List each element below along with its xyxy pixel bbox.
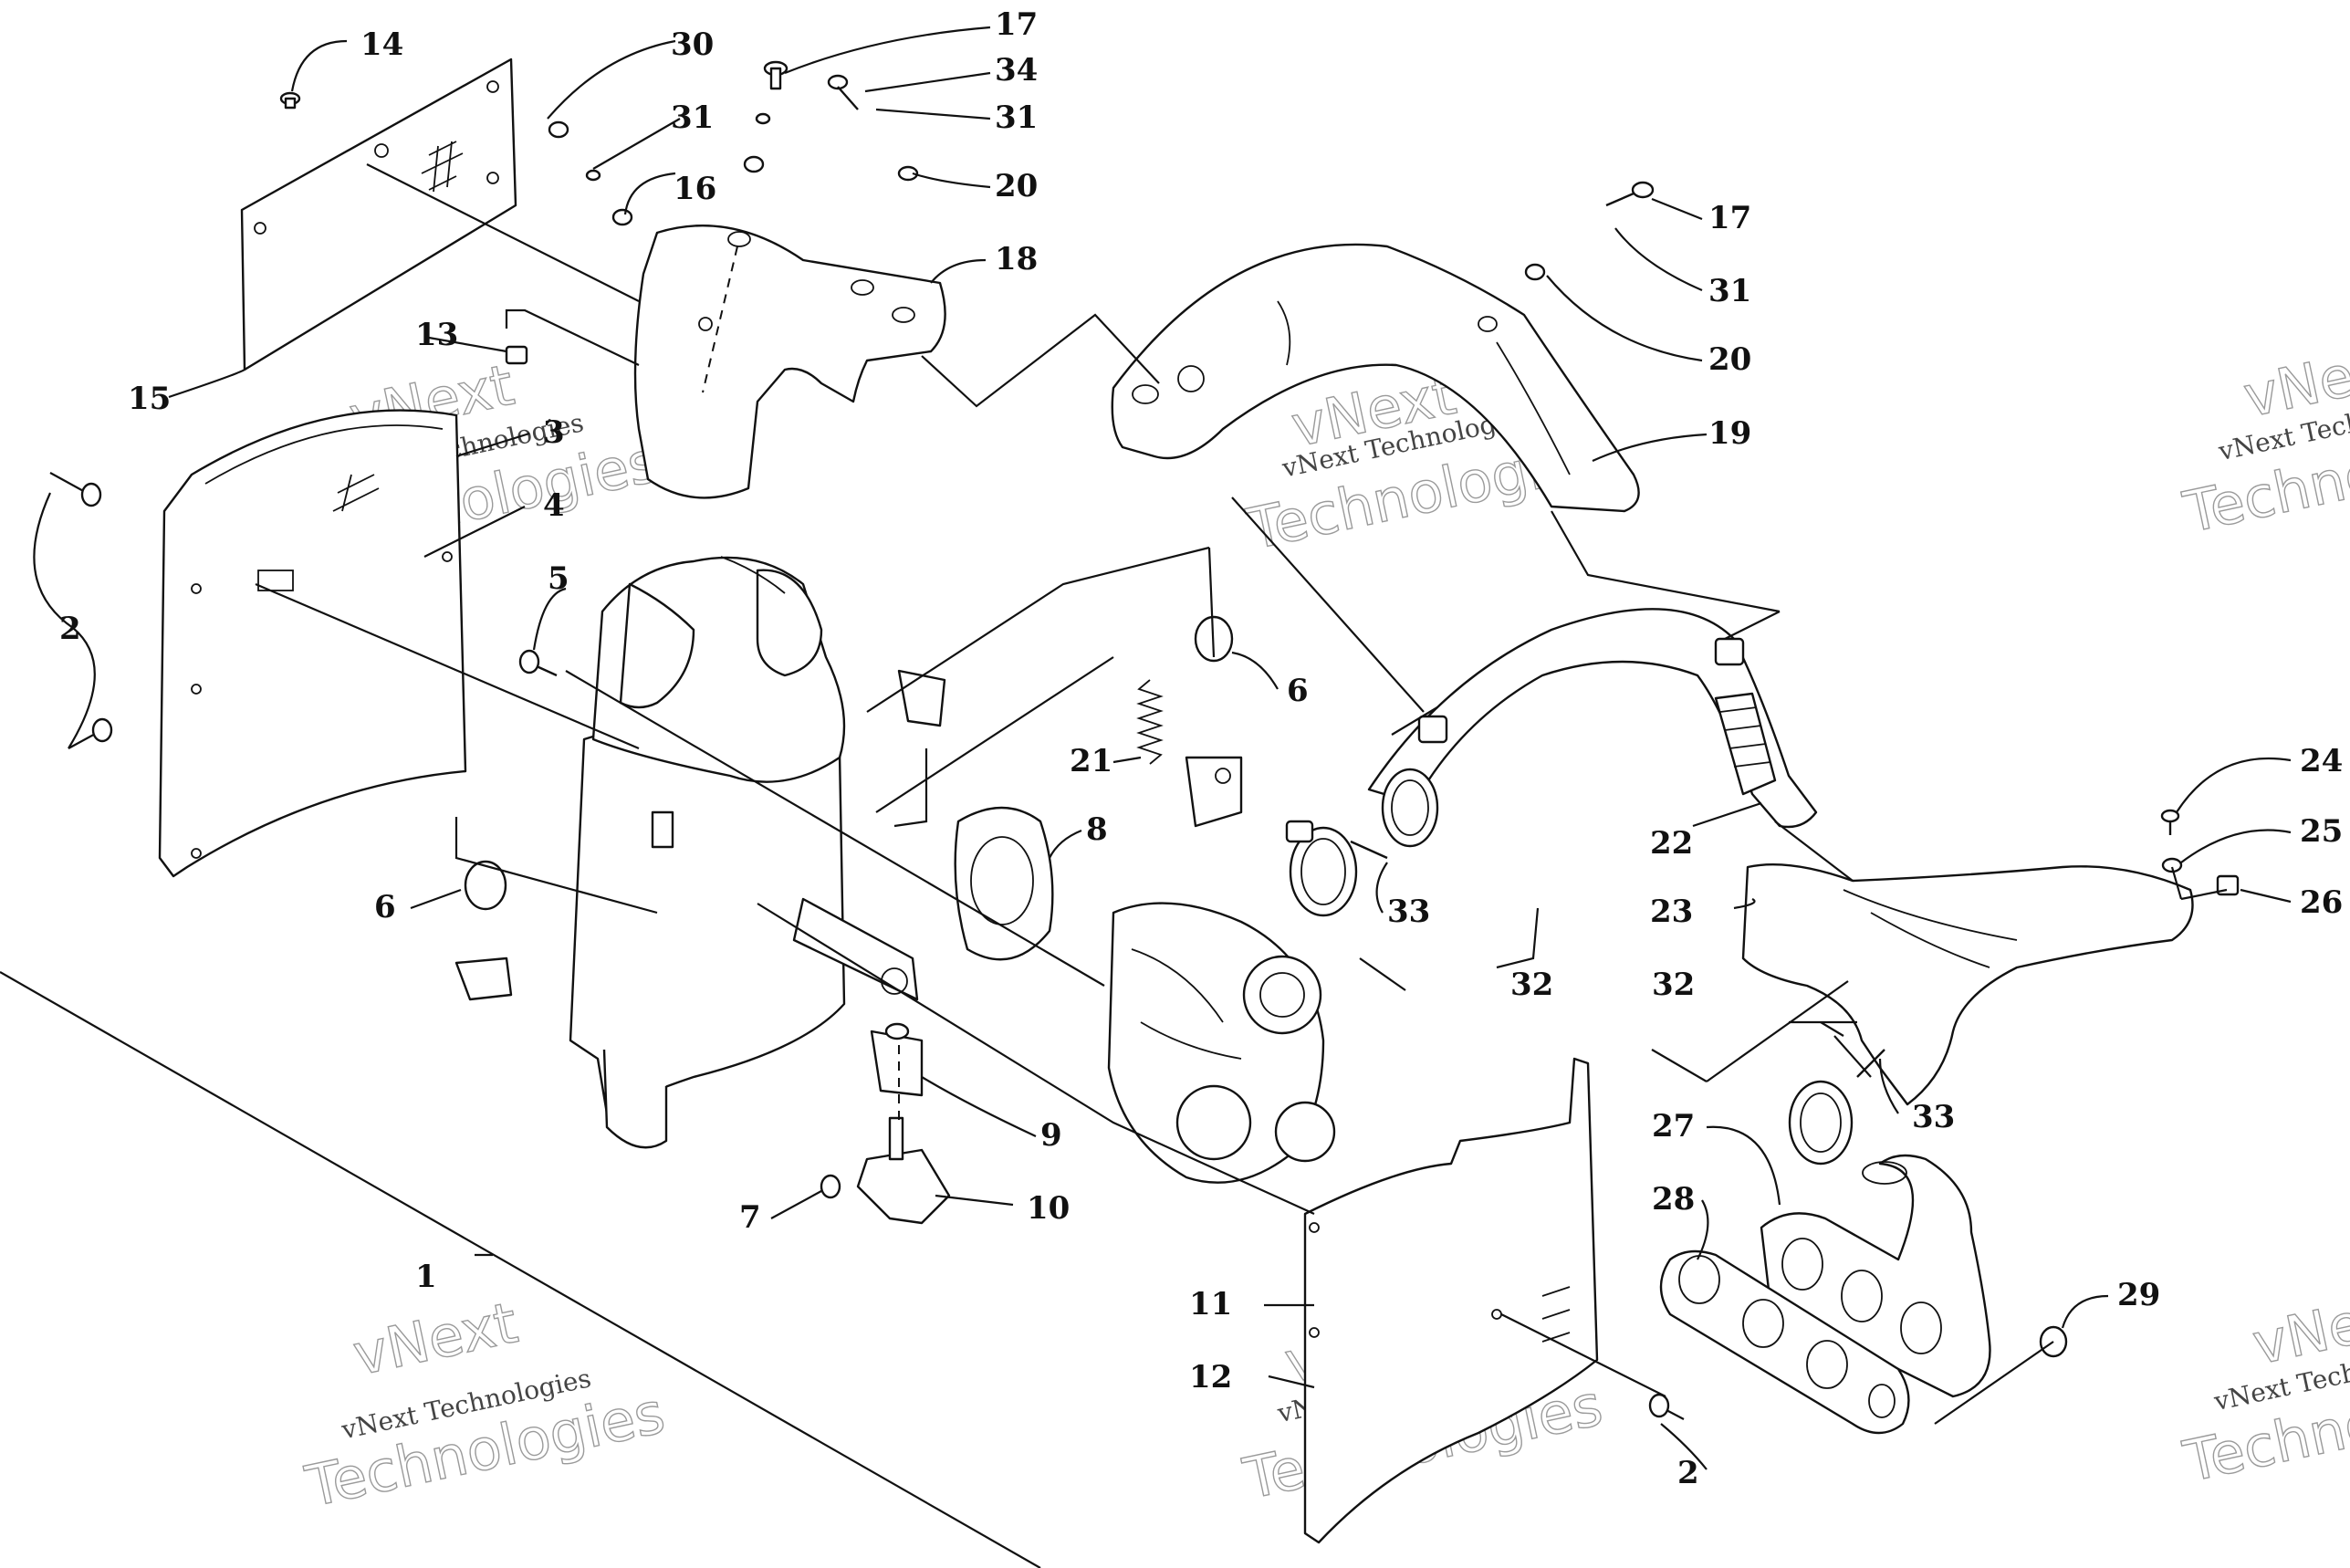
callout-14: 14 <box>360 26 403 63</box>
callout-22: 22 <box>1650 825 1693 862</box>
screw-30 <box>548 120 569 139</box>
clamp-33-right <box>1788 1049 1885 1166</box>
callout-leaders <box>33 26 2292 1470</box>
callout-27: 27 <box>1652 1108 1695 1145</box>
callout-5: 5 <box>548 560 569 597</box>
callout-31-left: 31 <box>671 99 714 136</box>
clamp-33-left <box>1285 820 1388 917</box>
callout-29: 29 <box>2117 1277 2160 1313</box>
callout-4: 4 <box>543 487 565 524</box>
bolt-17-right <box>1605 181 1655 207</box>
leader-lines <box>255 163 2228 1425</box>
callout-1: 1 <box>415 1259 437 1295</box>
svg-text:vNext: vNext <box>348 1289 523 1388</box>
callout-9: 9 <box>1040 1117 1062 1154</box>
bracket-10 <box>856 1116 951 1225</box>
callout-26: 26 <box>2300 884 2343 921</box>
callout-25: 25 <box>2300 813 2343 850</box>
heat-shield-11 <box>1303 1057 1599 1544</box>
callout-11: 11 <box>1189 1286 1232 1322</box>
callout-17-top: 17 <box>995 6 1038 43</box>
callout-6-left: 6 <box>374 889 396 925</box>
screw-17-upper <box>763 60 789 90</box>
callout-8: 8 <box>1086 811 1108 848</box>
washer-16 <box>611 155 765 226</box>
callout-32-left: 32 <box>1510 967 1553 1003</box>
callout-33-right: 33 <box>1912 1099 1955 1135</box>
watermark-bottom-right: vNext vNext Technologies Technologies <box>2178 1278 2350 1496</box>
callout-labels: 14 30 31 16 17 34 31 20 18 17 31 20 19 1… <box>59 6 2343 1491</box>
callout-19: 19 <box>1708 415 1751 452</box>
callout-31-top: 31 <box>995 99 1038 136</box>
rivet-2-front <box>1648 1393 1685 1420</box>
grommet-6-left <box>454 860 513 1001</box>
mount-9 <box>870 1022 924 1097</box>
exhaust-manifold-27 <box>1760 1154 1991 1398</box>
callout-2-bottom: 2 <box>1677 1455 1699 1491</box>
heat-shield-19 <box>1111 243 1640 513</box>
watermark-top-right: vNext vNext Technologies Technologies <box>2178 330 2350 547</box>
callout-31-right: 31 <box>1708 273 1751 309</box>
bolt-24 <box>2160 809 2180 835</box>
rivet-7 <box>820 1174 841 1199</box>
washer-20-right <box>1524 263 1546 281</box>
callout-6-right: 6 <box>1287 673 1309 709</box>
bolt-5 <box>518 649 558 677</box>
callout-3: 3 <box>543 414 565 451</box>
rivet-2-upper <box>49 472 102 507</box>
callout-13: 13 <box>415 317 458 353</box>
washer-20-upper <box>897 165 919 182</box>
bolt-17-small <box>827 74 859 110</box>
callout-21: 21 <box>1070 743 1112 779</box>
callout-2-left: 2 <box>59 611 81 647</box>
gasket-8 <box>954 806 1054 961</box>
spring-21 <box>1136 679 1164 765</box>
callout-33-left: 33 <box>1387 894 1430 930</box>
callout-15: 15 <box>128 381 171 417</box>
callout-20-top: 20 <box>995 168 1038 204</box>
screw-14 <box>279 91 301 110</box>
turbocharger <box>1107 902 1336 1184</box>
callout-23: 23 <box>1650 894 1693 930</box>
heat-shield-4 <box>158 409 467 878</box>
callout-17-right: 17 <box>1708 200 1751 236</box>
callout-16: 16 <box>674 171 716 207</box>
assembly-bracket-1 <box>0 971 1041 1568</box>
manifold-gasket-28 <box>1659 1249 1910 1435</box>
exhaust-pipe <box>1367 608 1818 848</box>
rivet-2-lower <box>68 717 113 749</box>
callout-24: 24 <box>2300 743 2343 779</box>
watermark-bottom-left: vNext vNext Technologies Technologies <box>299 1289 671 1521</box>
callout-30: 30 <box>671 26 714 63</box>
heat-shield-18 <box>633 225 946 499</box>
heat-shield-23 <box>1741 862 2194 1106</box>
nut-13 <box>505 345 528 365</box>
callout-34: 34 <box>995 52 1038 89</box>
callout-7: 7 <box>739 1199 761 1236</box>
washer-25 <box>2161 857 2183 873</box>
callout-10: 10 <box>1027 1190 1070 1227</box>
callout-20-right: 20 <box>1708 341 1751 378</box>
callout-28: 28 <box>1652 1181 1695 1218</box>
callout-32-right: 32 <box>1652 967 1695 1003</box>
callout-18: 18 <box>995 241 1038 277</box>
lockwasher-31 <box>585 112 771 182</box>
muffler <box>569 556 846 1149</box>
callout-12: 12 <box>1189 1359 1232 1396</box>
heat-shield-plate-15 <box>240 57 517 371</box>
